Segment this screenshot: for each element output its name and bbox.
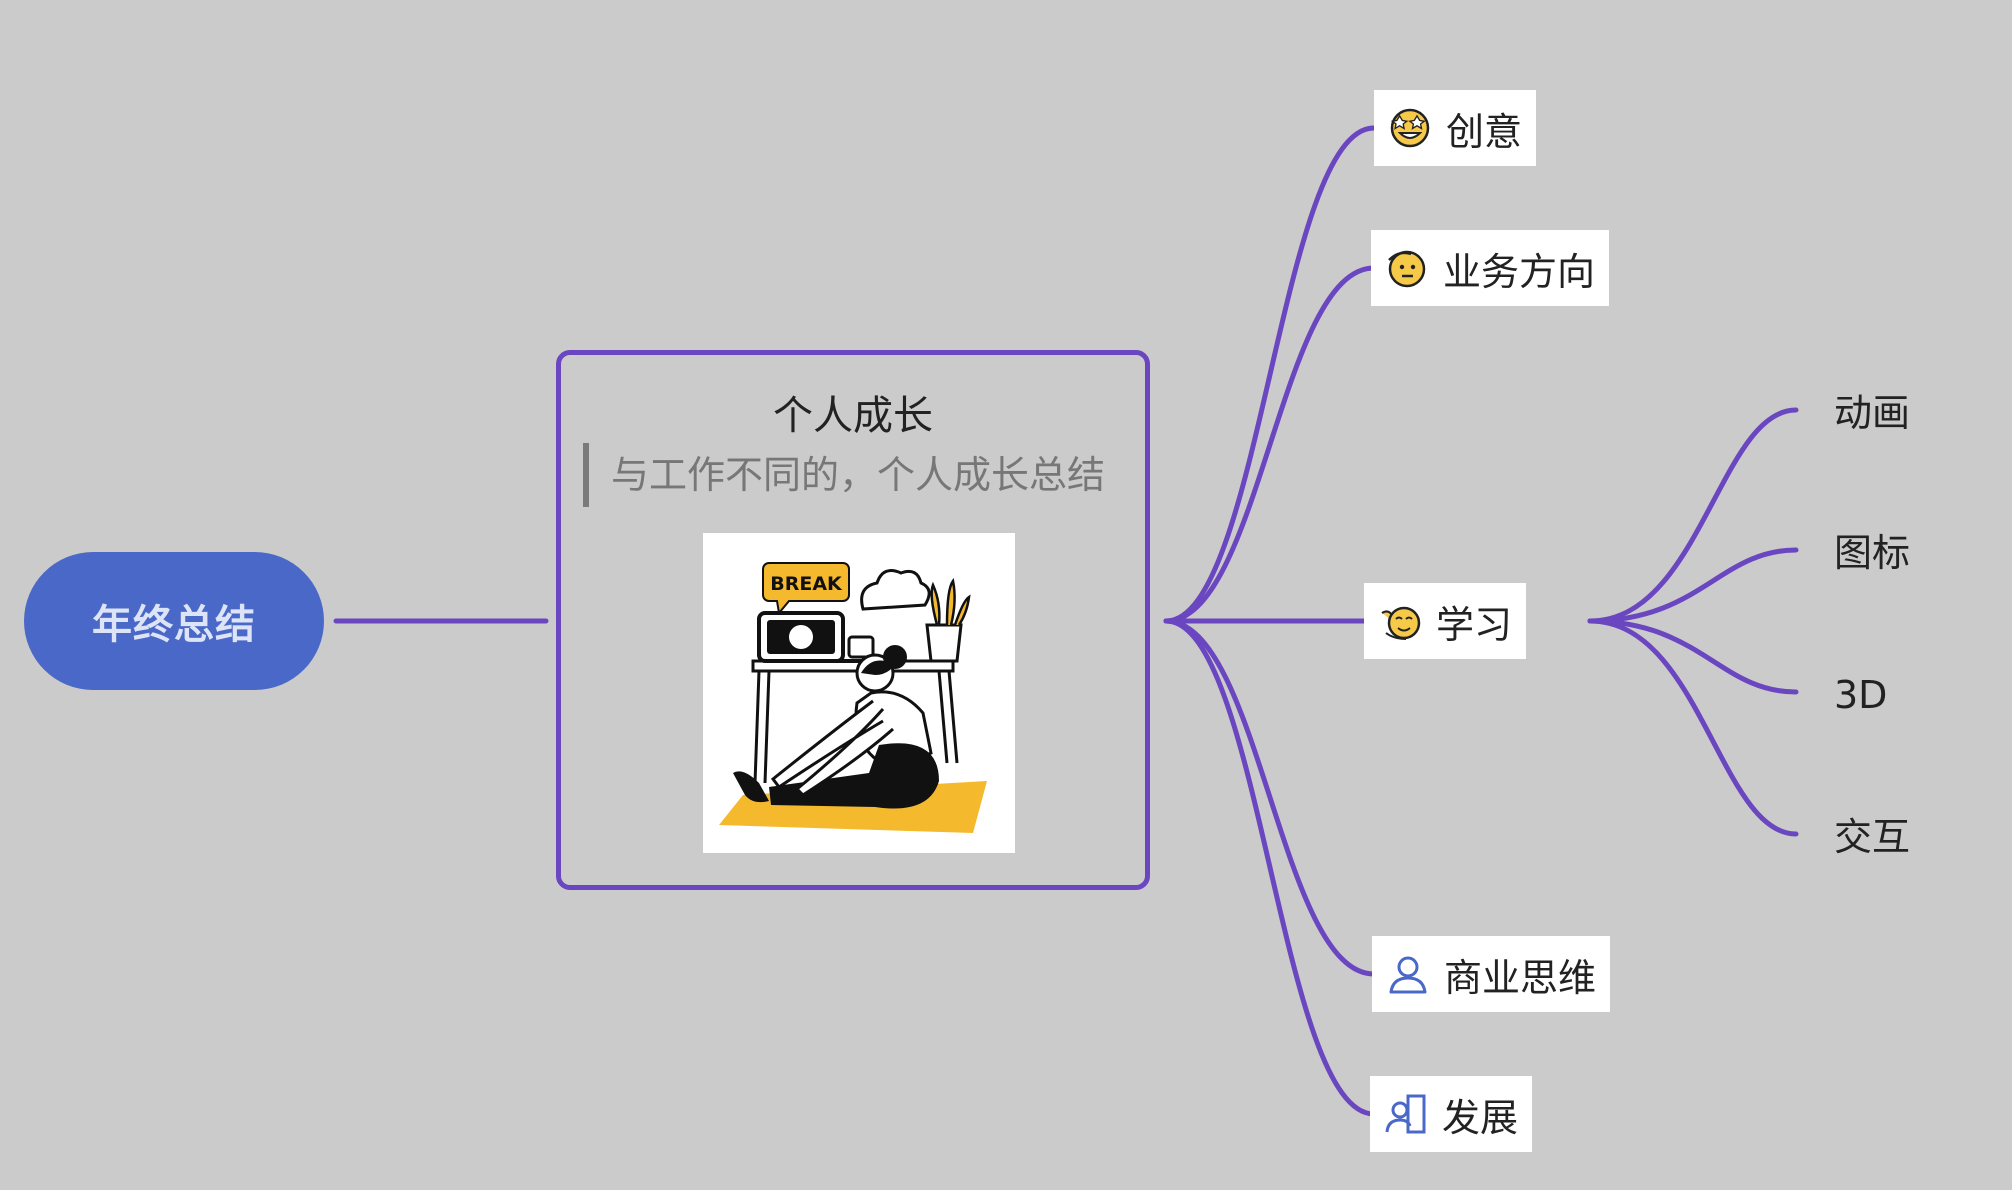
edge-study-icons bbox=[1587, 547, 1799, 624]
branch-business-direction-label: 业务方向 bbox=[1443, 249, 1596, 294]
leaf-animation[interactable]: 动画 bbox=[1834, 391, 1911, 435]
user-icon bbox=[1389, 956, 1427, 994]
branch-creativity-label: 创意 bbox=[1446, 109, 1523, 154]
break-illustration: BREAK bbox=[703, 533, 1015, 853]
branch-study[interactable]: 学习 bbox=[1364, 583, 1527, 659]
edge-topic-business bbox=[1163, 265, 1377, 624]
edge-topic-development bbox=[1163, 618, 1377, 1117]
leaf-interaction[interactable]: 交互 bbox=[1834, 815, 1911, 859]
root-label: 年终总结 bbox=[92, 602, 256, 648]
salute-face-icon bbox=[1388, 250, 1426, 288]
edge-topic-creativity bbox=[1163, 125, 1377, 624]
waving-hand-face-icon bbox=[1381, 606, 1421, 640]
topic-note: 与工作不同的，个人成长总结 bbox=[583, 443, 1135, 507]
user-growth-icon bbox=[1385, 1094, 1426, 1134]
person-legs bbox=[769, 743, 939, 809]
star-struck-face-icon bbox=[1390, 108, 1430, 148]
branch-business-direction[interactable]: 业务方向 bbox=[1371, 230, 1610, 306]
edge-study-3d bbox=[1587, 618, 1799, 695]
branch-development-label: 发展 bbox=[1442, 1095, 1519, 1140]
branch-business-thinking-label: 商业思维 bbox=[1444, 955, 1597, 1000]
leaf-3d[interactable]: 3D bbox=[1834, 673, 1888, 717]
edge-topic-commerce bbox=[1163, 618, 1377, 977]
topic-card[interactable]: 个人成长 与工作不同的，个人成长总结 BREAK bbox=[556, 350, 1150, 890]
person-arms bbox=[770, 699, 894, 797]
edge-study-interaction bbox=[1587, 618, 1799, 837]
speech-bubble bbox=[762, 562, 850, 616]
root-node[interactable]: 年终总结 bbox=[24, 552, 324, 690]
branch-business-thinking[interactable]: 商业思维 bbox=[1372, 936, 1611, 1012]
leaf-icons[interactable]: 图标 bbox=[1834, 531, 1911, 575]
speech-bubble-text: BREAK bbox=[770, 573, 843, 595]
branch-study-label: 学习 bbox=[1436, 602, 1513, 647]
topic-title: 个人成长 bbox=[773, 393, 933, 439]
branch-development[interactable]: 发展 bbox=[1370, 1076, 1533, 1152]
edge-study-animation bbox=[1587, 407, 1799, 624]
branch-creativity[interactable]: 创意 bbox=[1374, 90, 1537, 166]
